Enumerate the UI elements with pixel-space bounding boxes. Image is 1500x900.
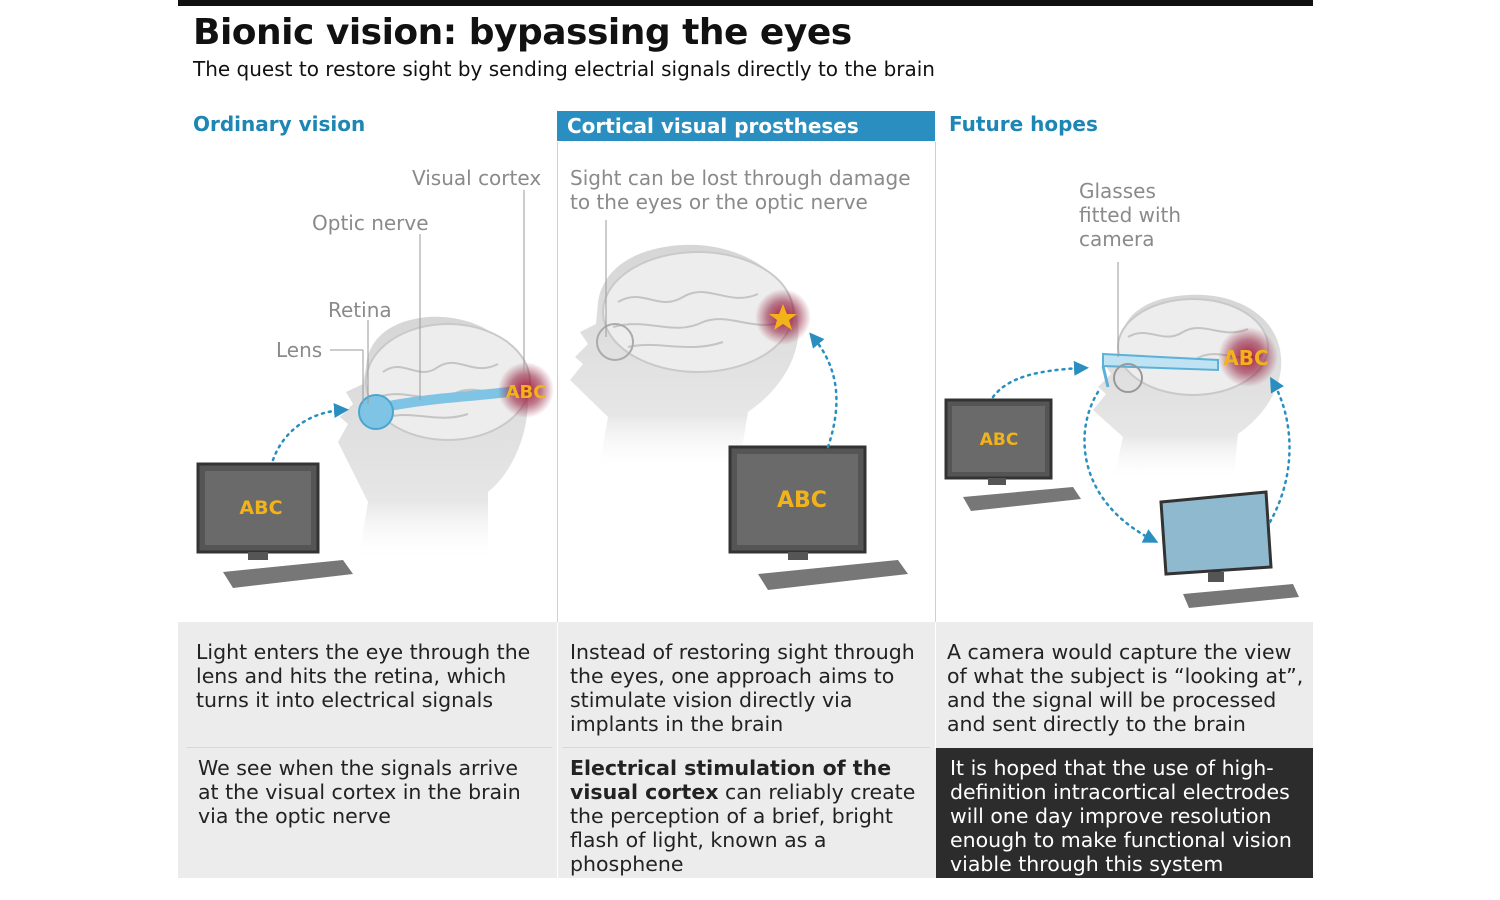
phosphene-star-icon — [769, 304, 797, 330]
visual-cortex-glow — [1218, 327, 1278, 387]
screen-abc: ABC — [777, 488, 827, 513]
visual-cortex-glow — [498, 362, 554, 418]
processor-monitor-icon — [1159, 490, 1299, 608]
signal-to-brain-arrow — [1268, 376, 1291, 524]
monitor-icon — [196, 462, 353, 588]
cortical-text1: Instead of restoring sight through the e… — [570, 640, 915, 736]
head-profile-ordinary — [338, 316, 531, 562]
optic-nerve-path — [378, 387, 513, 412]
screen-abc: ABC — [980, 430, 1019, 450]
cortical-text2: Electrical stimulation of the visual cor… — [570, 756, 926, 876]
label-glasses-line3: camera — [1079, 227, 1155, 251]
row-divider — [186, 747, 552, 748]
future-hopes-text2: It is hoped that the use of high-definit… — [950, 756, 1292, 876]
ordinary-vision-text1: Light enters the eye through the lens an… — [196, 640, 531, 712]
future-hopes-dark-panel: It is hoped that the use of high-definit… — [936, 748, 1313, 878]
label-glasses-line2: fitted with — [1079, 203, 1182, 227]
monitor-icon — [728, 445, 908, 590]
ordinary-vision-text2: We see when the signals arrive at the vi… — [198, 756, 521, 828]
label-damage-line2: to the eyes or the optic nerve — [570, 190, 868, 214]
future-hopes-text1: A camera would capture the view of what … — [947, 640, 1304, 736]
camera-glasses-icon — [1101, 352, 1219, 393]
illustration-area: ABC ABC ABC — [196, 190, 1299, 608]
label-glasses-line1: Glasses — [1079, 179, 1156, 203]
head-profile-cortical — [570, 244, 799, 472]
light-path-arrow — [271, 403, 349, 462]
label-lens: Lens — [276, 338, 323, 362]
stimulation-arrow — [809, 332, 838, 449]
heading-ordinary-vision: Ordinary vision — [193, 112, 366, 136]
infographic-title: Bionic vision: bypassing the eyes — [193, 12, 852, 53]
camera-path-arrow — [991, 360, 1089, 399]
eye-icon — [358, 394, 394, 430]
top-rule — [178, 0, 1313, 6]
heading-future-hopes: Future hopes — [949, 112, 1098, 136]
cortical-text2-bold: Electrical stimulation of the visual cor… — [570, 756, 892, 804]
column-divider — [935, 142, 936, 622]
head-profile-future — [1093, 294, 1282, 482]
monitor-icon — [944, 398, 1081, 511]
cortex-abc: ABC — [1223, 346, 1268, 370]
heading-cortical-prostheses: Cortical visual prostheses — [557, 111, 935, 141]
cortical-text2-rest: can reliably create the perception of a … — [570, 780, 916, 876]
column-divider — [935, 622, 936, 748]
row-divider — [562, 747, 930, 748]
column-divider — [557, 142, 558, 622]
label-visual-cortex: Visual cortex — [412, 166, 542, 190]
signal-to-processor-arrow — [1083, 390, 1159, 543]
label-retina: Retina — [328, 298, 392, 322]
column-divider — [557, 622, 558, 878]
infographic-subtitle: The quest to restore sight by sending el… — [193, 57, 935, 81]
screen-abc: ABC — [239, 497, 282, 519]
label-optic-nerve: Optic nerve — [312, 211, 429, 235]
cortex-abc: ABC — [506, 382, 547, 403]
label-damage-line1: Sight can be lost through damage — [570, 166, 911, 190]
